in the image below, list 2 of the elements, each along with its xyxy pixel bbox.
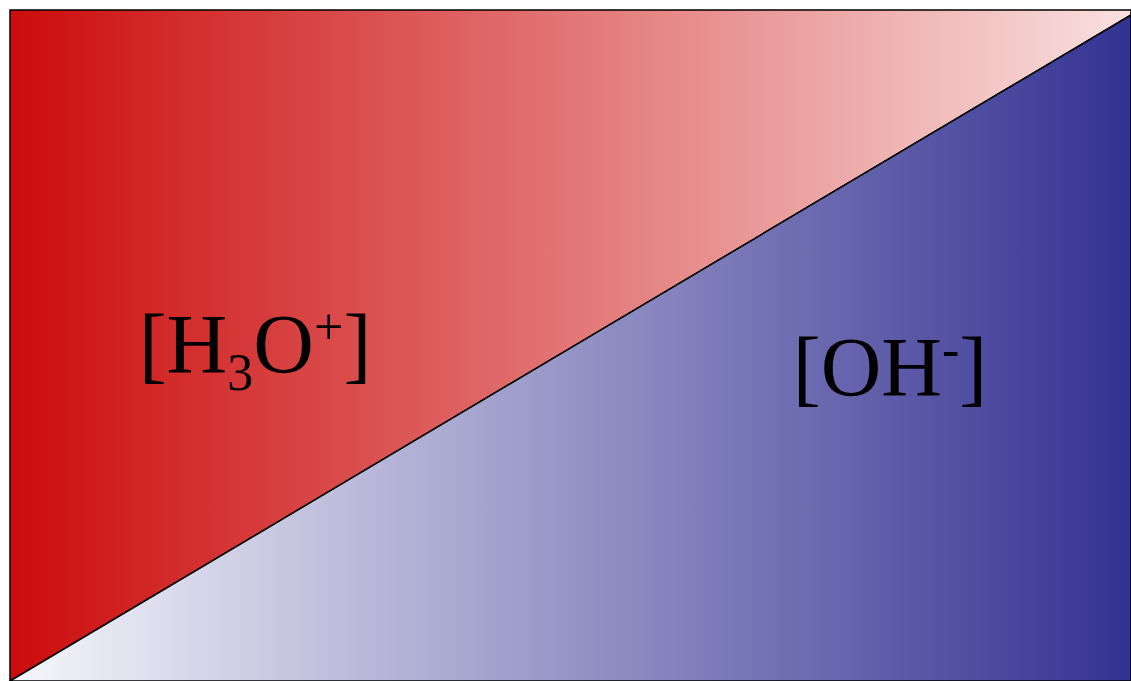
concentration-label: [H$_{3}$O$^{+}$] [138,300,372,400]
concentration-label: [OH$^{-}$] [792,324,988,410]
